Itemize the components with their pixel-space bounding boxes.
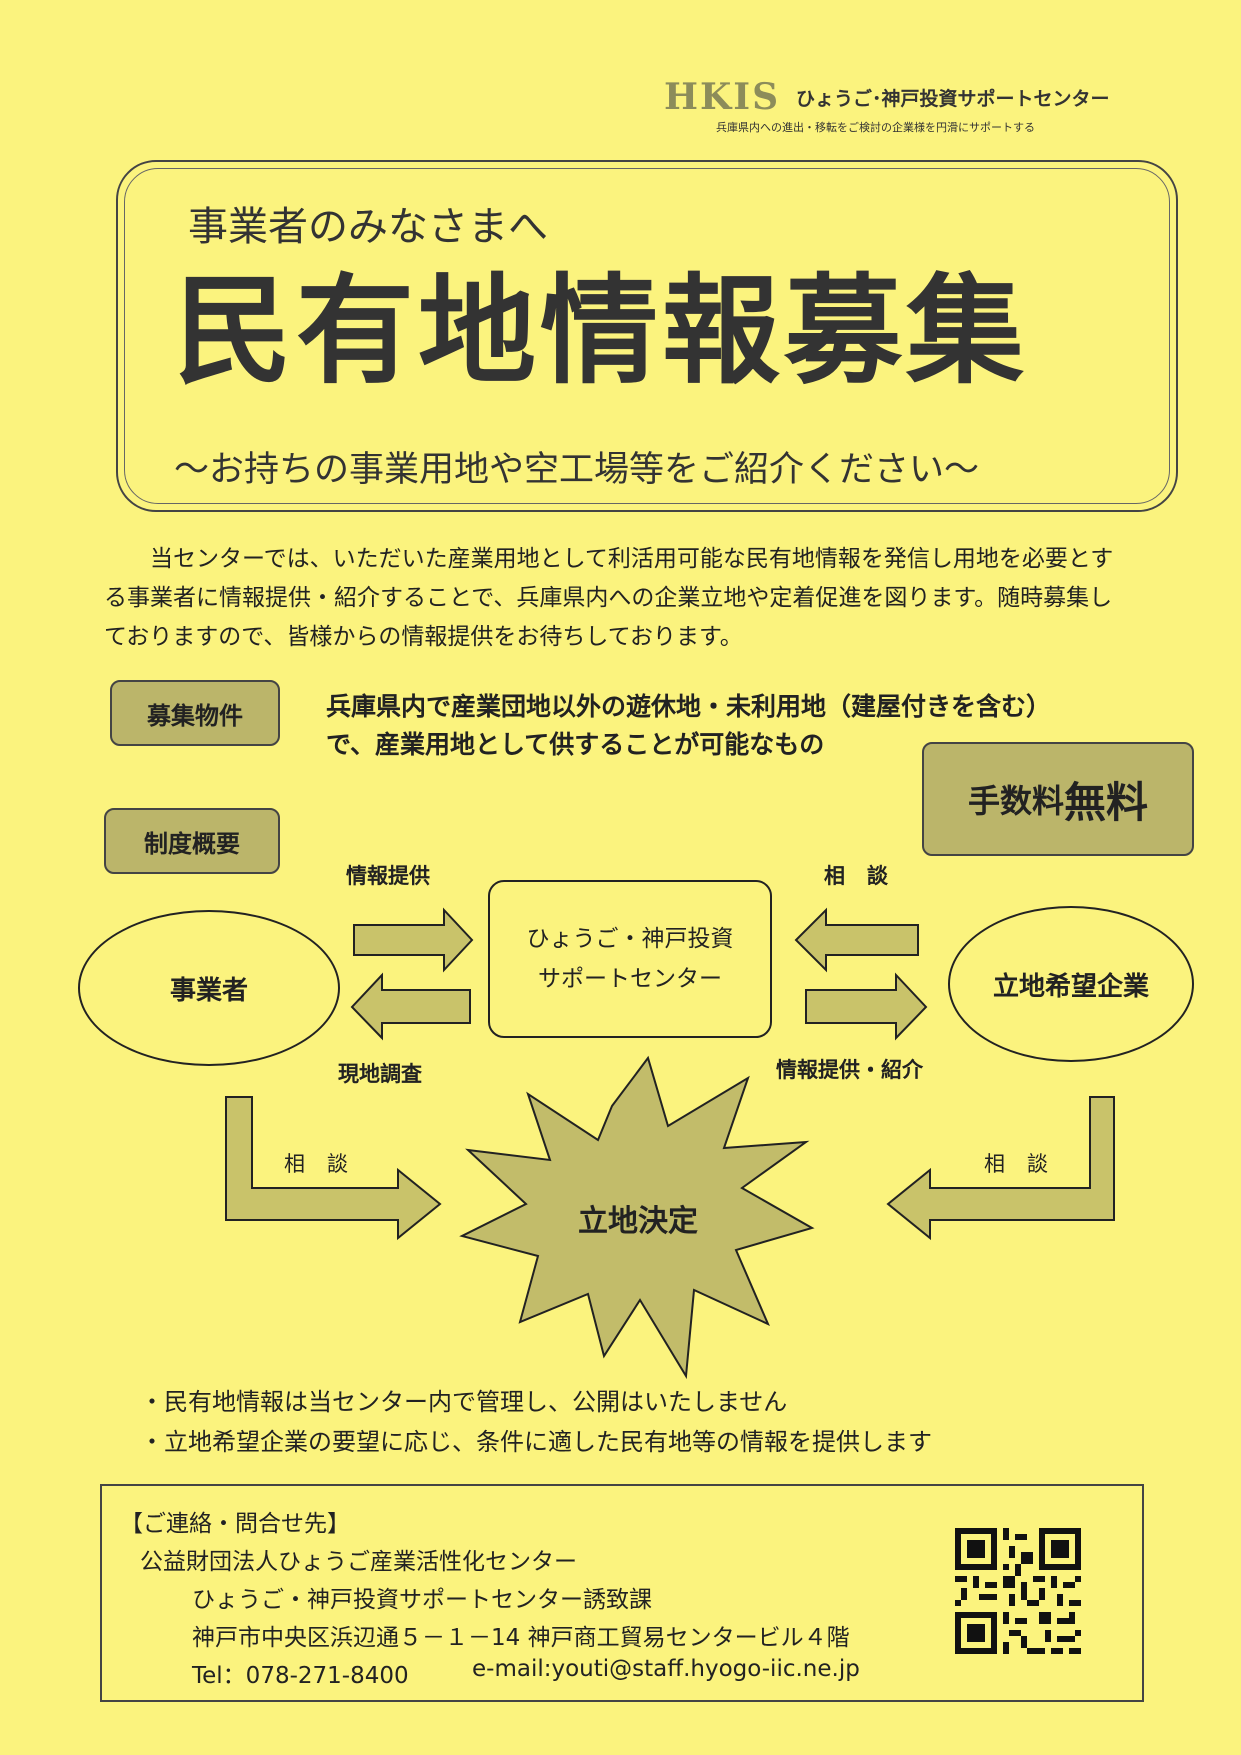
seido-tag-label: 制度概要: [144, 829, 240, 858]
title-frame: [116, 160, 1178, 512]
contact-frame: [100, 1484, 1144, 1702]
qr-code-icon[interactable]: [955, 1528, 1081, 1654]
entity-relocating-company-label: 立地希望企業: [992, 971, 1149, 1002]
arrow-info-intro-icon: [805, 972, 928, 1041]
title-preface: 事業者のみなさまへ: [188, 204, 548, 250]
fee-badge: 手数料無料: [922, 742, 1194, 856]
label-consult-left: 相談: [284, 1152, 370, 1176]
boshu-description: 兵庫県内で産業団地以外の遊休地・未利用地（建屋付きを含む） で、産業用地として供…: [326, 688, 1146, 764]
organization-name: ひょうご･神戸投資サポートセンター: [796, 88, 1110, 110]
contact-organization: 公益財団法人ひょうご産業活性化センター: [140, 1549, 577, 1575]
seido-tag: 制度概要: [104, 808, 280, 874]
entity-business-operator-label: 事業者: [169, 975, 248, 1006]
fee-emphasis: 無料: [1064, 777, 1149, 827]
contact-department: ひょうご・神戸投資サポートセンター誘致課: [192, 1587, 652, 1613]
intro-paragraph: 当センターでは、いただいた産業用地として利活用可能な民有地情報を発信し用地を必要…: [104, 546, 1114, 650]
boshu-line-1: 兵庫県内で産業団地以外の遊休地・未利用地（建屋付きを含む）: [326, 692, 1052, 721]
arrow-site-survey-icon: [350, 972, 471, 1041]
fee-prefix: 手数料: [967, 782, 1064, 820]
label-info-intro: 情報提供・紹介: [776, 1058, 923, 1082]
arrow-consult-top-icon: [794, 907, 919, 973]
title-subtitle: ～お持ちの事業用地や空工場等をご紹介ください～: [174, 450, 980, 490]
note-item: ・民有地情報は当センター内で管理し、公開はいたしません: [140, 1388, 788, 1416]
notes-list: ・民有地情報は当センター内で管理し、公開はいたしません ・立地希望企業の要望に応…: [140, 1382, 932, 1462]
boshu-line-2: で、産業用地として供することが可能なもの: [326, 730, 825, 759]
note-item: ・立地希望企業の要望に応じ、条件に適した民有地等の情報を提供します: [140, 1428, 932, 1456]
support-center-line-2: サポートセンター: [538, 966, 722, 992]
arrow-info-provide-icon: [353, 907, 474, 973]
label-site-survey: 現地調査: [338, 1062, 422, 1086]
label-decision: 立地決定: [578, 1204, 698, 1239]
contact-email-link[interactable]: e-mail:youti@staff.hyogo-iic.ne.jp: [472, 1656, 860, 1682]
contact-heading: 【ご連絡・問合せ先】: [120, 1511, 350, 1537]
logo-mark: HKIS: [664, 76, 781, 118]
boshu-tag-label: 募集物件: [147, 701, 243, 730]
label-consult-top: 相談: [824, 864, 910, 888]
label-consult-right: 相談: [984, 1152, 1070, 1176]
boshu-tag: 募集物件: [110, 680, 280, 746]
label-info-provide: 情報提供: [346, 864, 430, 888]
entity-relocating-company: 立地希望企業: [948, 906, 1194, 1062]
contact-telephone: Tel：078-271-8400: [192, 1663, 409, 1689]
organization-tagline: 兵庫県内への進出・移転をご検討の企業様を円滑にサポートする: [716, 121, 1035, 134]
contact-address: 神戸市中央区浜辺通５－１－14 神戸商工貿易センタービル４階: [192, 1625, 850, 1651]
page-title: 民有地情報募集: [174, 262, 1029, 400]
support-center-box: ひょうご・神戸投資 サポートセンター: [488, 880, 772, 1038]
entity-business-operator: 事業者: [78, 910, 340, 1066]
support-center-line-1: ひょうご・神戸投資: [526, 926, 734, 952]
